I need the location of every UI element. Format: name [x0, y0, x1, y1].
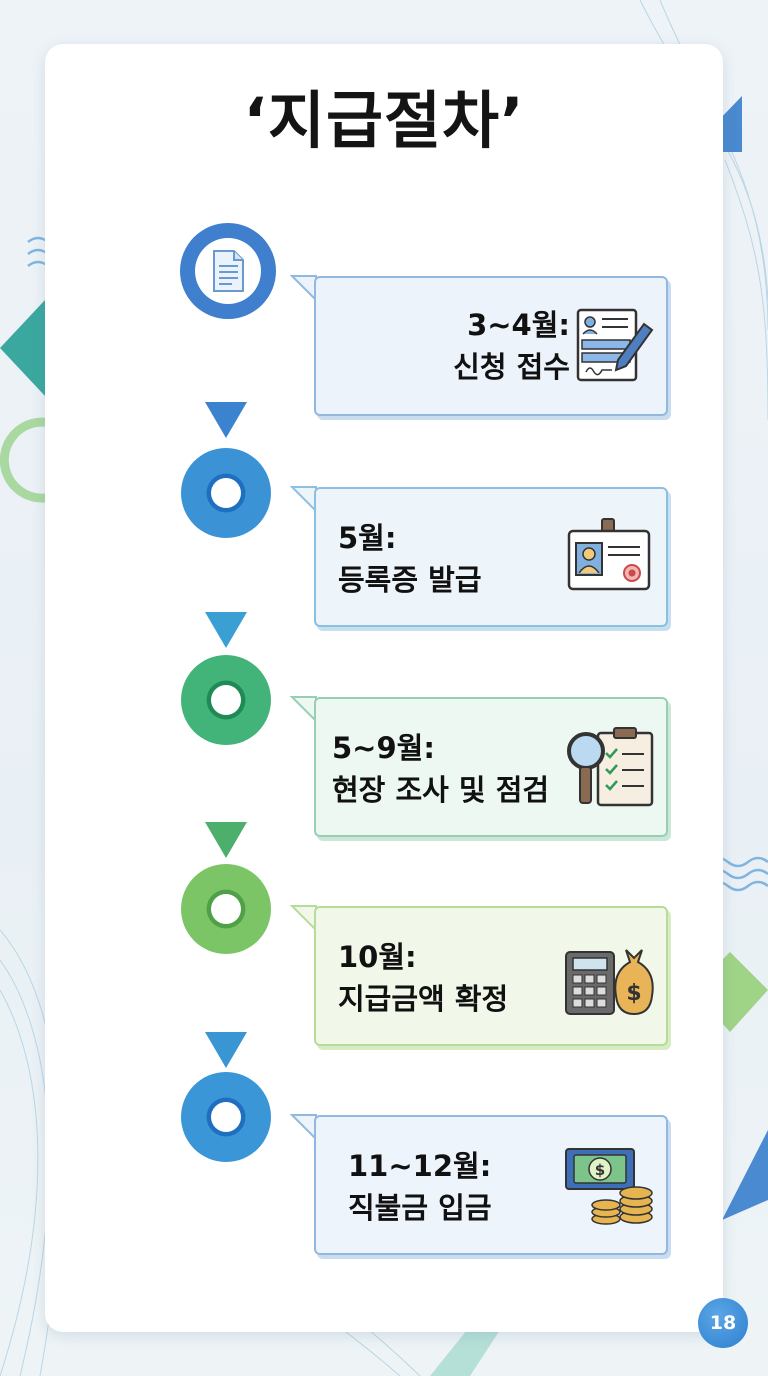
- step-month: 5월:: [338, 521, 397, 555]
- application-form-icon: [576, 308, 654, 382]
- timeline-node-1: [180, 223, 276, 319]
- step-box-1: 3~4월: 신청 접수: [314, 276, 668, 416]
- step-month: 10월:: [338, 940, 417, 974]
- step-box-2: 5월: 등록증 발급: [314, 487, 668, 627]
- timeline-node-4: [181, 864, 271, 954]
- cash-coins-icon: $: [565, 1148, 653, 1225]
- calculator-moneybag-icon: $: [565, 949, 654, 1016]
- id-card-icon: [567, 518, 651, 591]
- step-month: 5~9월:: [332, 731, 435, 765]
- page-number-badge: 18: [698, 1298, 748, 1348]
- step-label: 현장 조사 및 점검: [332, 773, 550, 807]
- inspection-checklist-icon: [567, 727, 654, 807]
- svg-text:$: $: [595, 1161, 605, 1179]
- arrow-3: [205, 822, 247, 858]
- step-label: 신청 접수: [453, 350, 570, 384]
- step-label: 직불금 입금: [348, 1191, 492, 1225]
- timeline-node-3: [181, 655, 271, 745]
- step-box-3: 5~9월: 현장 조사 및 점검: [314, 697, 668, 837]
- step-box-5: 11~12월: 직불금 입금 $: [314, 1115, 668, 1255]
- timeline-node-2: [181, 448, 271, 538]
- page-title: ‘지급절차’: [243, 84, 525, 157]
- step-month: 3~4월:: [467, 308, 570, 342]
- document-icon: [213, 250, 244, 292]
- arrow-1: [205, 402, 247, 438]
- step-month: 11~12월:: [348, 1149, 492, 1183]
- step-label: 지급금액 확정: [338, 982, 509, 1016]
- step-label: 등록증 발급: [338, 563, 482, 597]
- step-box-4: 10월: 지급금액 확정 $: [314, 906, 668, 1046]
- timeline-node-5: [181, 1072, 271, 1162]
- arrow-2: [205, 612, 247, 648]
- arrow-4: [205, 1032, 247, 1068]
- svg-text:$: $: [626, 981, 641, 1006]
